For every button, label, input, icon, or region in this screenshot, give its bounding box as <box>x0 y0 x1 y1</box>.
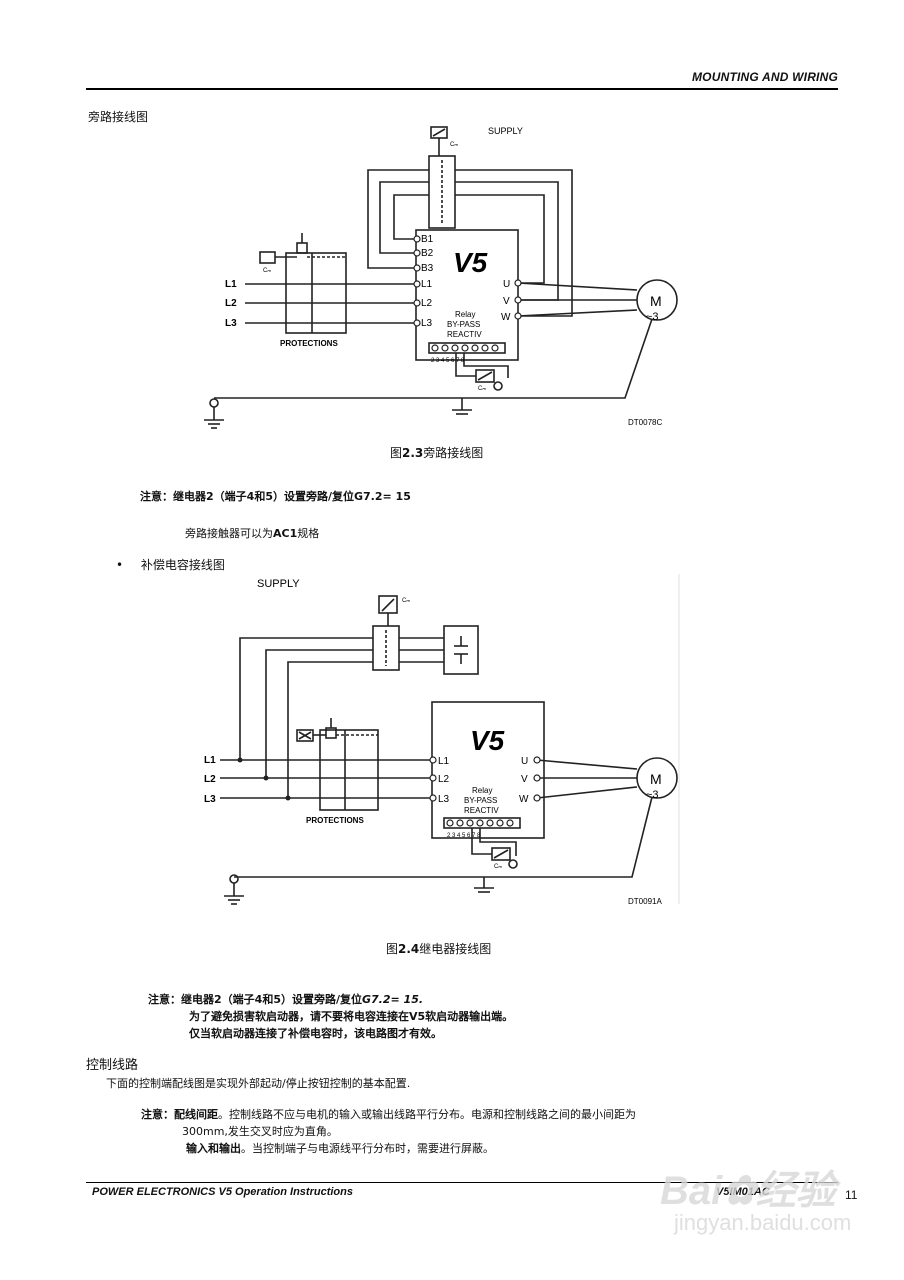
footer-title: POWER ELECTRONICS V5 Operation Instructi… <box>92 1186 353 1198</box>
cap-supply-label: SUPPLY <box>257 578 300 590</box>
terminal-b1: B1 <box>421 234 434 245</box>
cap-v5-brand: V5 <box>470 725 505 756</box>
capacitor-note: 注意：继电器2（端子4和5）设置旁路/复位G7.2= 15. 为了避免损害软启动… <box>148 993 514 1040</box>
v5-brand: V5 <box>453 247 488 278</box>
terminal-b3: B3 <box>421 263 434 274</box>
cm-label: Cₘ <box>450 142 458 148</box>
protections-label: PROTECTIONS <box>280 339 338 348</box>
bypass-wiring-diagram: SUPPLY Cₘ V5 B1 B2 B3 L1 L2 L3 U V W Rel… <box>204 126 678 429</box>
cap-reactiv-label: REACTIV <box>464 806 499 815</box>
cap-terminal-l3: L3 <box>438 794 450 805</box>
relay-cm-label: Cₘ <box>478 386 486 392</box>
capacitor-heading: • 补偿电容接线图 <box>116 558 225 572</box>
cap-protections-label: PROTECTIONS <box>306 816 364 825</box>
cap-relay-cm-label: Cₘ <box>494 864 502 870</box>
cap-terminal-v: V <box>521 774 528 785</box>
capacitor-wiring-diagram: SUPPLY Cₘ V5 L1 L2 L3 U V W Relay BY-PAS… <box>204 574 680 906</box>
cap-terminal-u: U <box>521 756 528 767</box>
cap-motor-phase-label: ~3 <box>646 789 659 801</box>
bypass-label: BY-PASS <box>447 320 480 329</box>
line-l3: L3 <box>225 318 237 329</box>
cap-bypass-label: BY-PASS <box>464 796 497 805</box>
cap-line-l1: L1 <box>204 755 216 766</box>
terminal-v: V <box>503 296 510 307</box>
cap-line-l2: L2 <box>204 774 216 785</box>
control-intro: 下面的控制端配线图是实现外部起动/停止按钮控制的基本配置. <box>106 1077 411 1090</box>
section-header: MOUNTING AND WIRING <box>691 70 838 84</box>
bypass-note-ac1: 旁路接触器可以为AC1规格 <box>185 527 320 540</box>
terminal-l3: L3 <box>421 318 433 329</box>
cap-motor-label: M <box>650 771 662 787</box>
control-heading: 控制线路 <box>86 1058 139 1073</box>
cap-terminal-numbers: 2 3 4 5 6 7 8 <box>447 833 481 839</box>
bypass-note: 注意：继电器2（端子4和5）设置旁路/复位G7.2= 15 <box>140 490 411 503</box>
cap-terminal-l1: L1 <box>438 756 450 767</box>
terminal-b2: B2 <box>421 248 434 259</box>
relay-label: Relay <box>455 310 475 319</box>
cap-relay-label: Relay <box>472 786 492 795</box>
supply-label: SUPPLY <box>488 126 523 136</box>
protection-cm-label: Cₘ <box>263 268 271 274</box>
bullet: • <box>116 558 124 572</box>
figure-caption-2-3: 图2.3旁路接线图 <box>390 446 484 460</box>
line-l2: L2 <box>225 298 237 309</box>
footer-code: V5IM01AC <box>716 1186 770 1198</box>
motor-label: M <box>650 293 662 309</box>
figure-caption-2-4: 图2.4继电器接线图 <box>386 942 492 956</box>
cap-terminal-w: W <box>519 794 529 805</box>
watermark-logo: Bai✿经验 <box>660 1169 836 1213</box>
terminal-w: W <box>501 312 511 323</box>
motor-phase-label: ~3 <box>646 311 659 323</box>
terminal-l2: L2 <box>421 298 433 309</box>
terminal-numbers: 2 3 4 5 6 7 8 <box>431 358 465 364</box>
terminal-u: U <box>503 279 510 290</box>
cap-line-l3: L3 <box>204 794 216 805</box>
header-rule <box>86 88 838 90</box>
paw-icon: ✿ <box>722 1169 756 1213</box>
terminal-l1: L1 <box>421 279 433 290</box>
watermark-url: jingyan.baidu.com <box>674 1210 852 1235</box>
diagram-code: DT0078C <box>628 418 662 427</box>
cap-cm-label: Cₘ <box>402 598 410 604</box>
line-l1: L1 <box>225 279 237 290</box>
cap-terminal-l2: L2 <box>438 774 450 785</box>
page-number: 11 <box>845 1188 858 1202</box>
control-note: 注意：配线间距。控制线路不应与电机的输入或输出线路平行分布。电源和控制线路之间的… <box>141 1108 636 1155</box>
cap-diagram-code: DT0091A <box>628 897 662 906</box>
bypass-heading: 旁路接线图 <box>88 110 149 124</box>
footer-rule <box>86 1182 838 1184</box>
reactiv-label: REACTIV <box>447 330 482 339</box>
